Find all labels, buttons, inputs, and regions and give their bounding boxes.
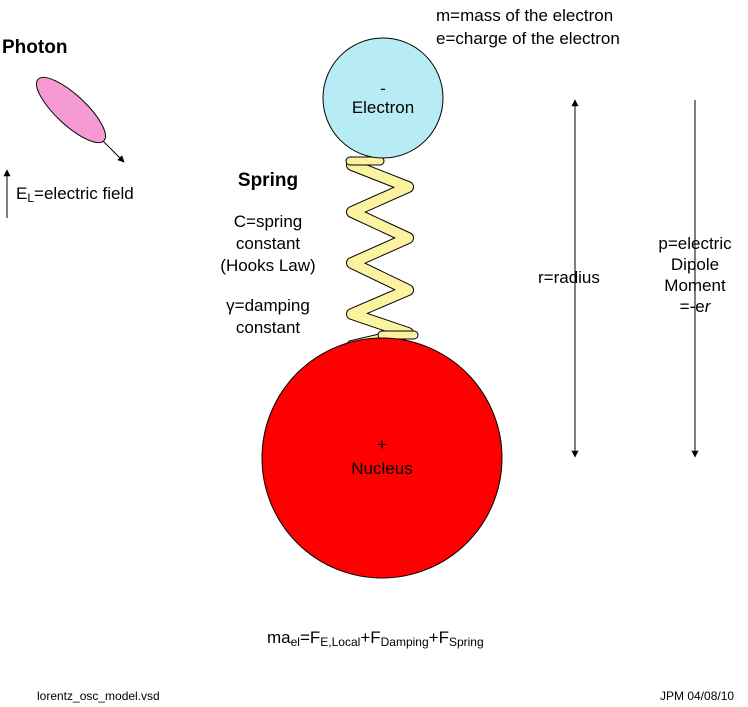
spring-coil (345, 156, 419, 352)
nucleus-label: Nucleus (351, 459, 413, 478)
electron-sign: - (380, 79, 386, 98)
nucleus-sign: + (377, 435, 387, 454)
photon-shape (36, 76, 106, 144)
spring-constant-label: C=spring constant (Hooks Law) (220, 212, 316, 275)
electron-charge-label: e=charge of the electron (436, 29, 620, 48)
electron-mass-label: m=mass of the electron (436, 6, 614, 25)
photon-label: Photon (2, 37, 68, 58)
footer-filename: lorentz_osc_model.vsd (37, 689, 160, 703)
force-equation: mael=FE,Local+FDamping+FSpring (267, 628, 484, 649)
spring-label: Spring (237, 170, 299, 191)
radius-label: r=radius (538, 268, 600, 287)
nucleus-circle (261, 337, 503, 579)
damping-constant-label: γ=damping constant (226, 296, 310, 337)
photon-direction-arrow (102, 140, 125, 163)
electron-circle (322, 37, 444, 159)
electron-label: Electron (351, 98, 415, 117)
footer-credit: JPM 04/08/10 (660, 689, 735, 703)
gamma-symbol: γ (226, 296, 235, 315)
electric-field-label: EL=electric field (16, 184, 134, 205)
dipole-moment-label: p=electric Dipole Moment =-er (658, 234, 732, 316)
